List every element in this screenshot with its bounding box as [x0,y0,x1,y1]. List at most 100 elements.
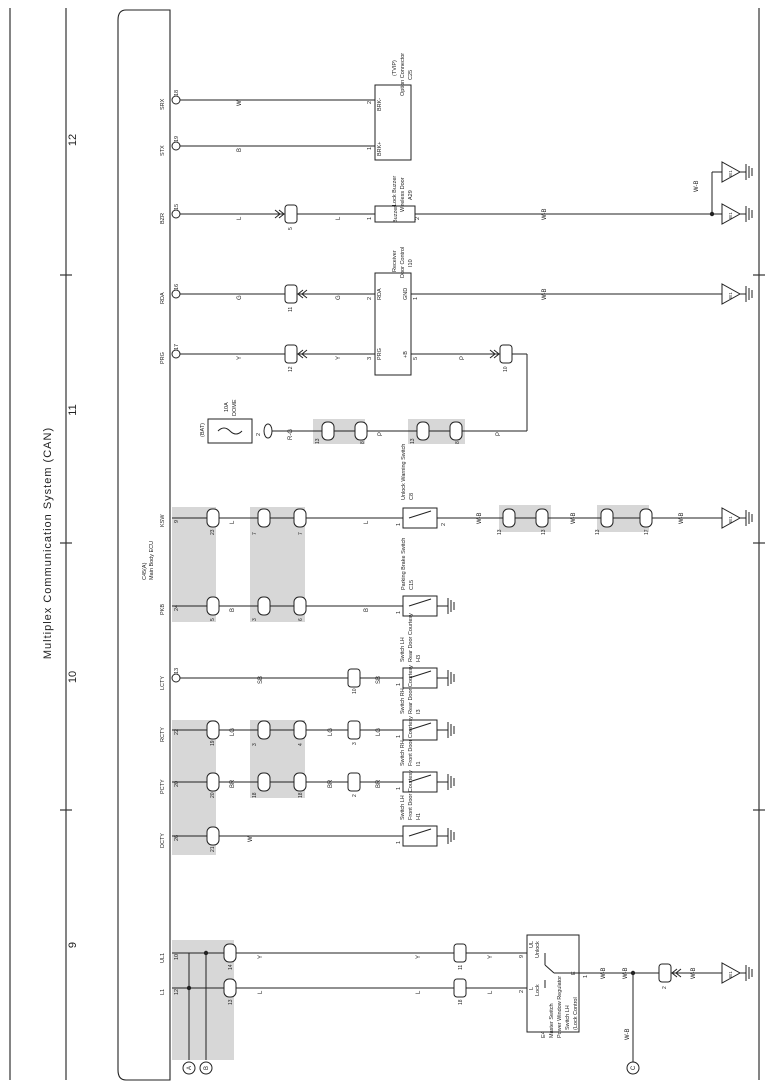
component-code: E4 [541,1031,547,1038]
ground-label: IE1 [728,971,733,978]
inline-connector [293,720,307,740]
component-name: Switch LH [400,795,406,820]
conn-pin: 11 [458,965,464,970]
inline-connector [347,720,361,740]
wire-color: BR [328,779,334,788]
wire-color: SB [376,676,382,684]
splice-terminal-c [626,1061,640,1075]
inline-connector [416,421,430,441]
inline-connector [293,772,307,792]
pin-name: BZR [160,213,166,224]
inline-connector [257,720,271,740]
inline-connector [223,978,237,998]
wire-color: W [248,836,254,842]
component-pin: GND [403,288,409,300]
component-terminal: L [529,987,535,990]
wire-color: P [378,432,384,436]
component-code: I10 [408,259,414,267]
inline-connector [284,344,298,364]
conn-pin: 7 [298,532,304,535]
splice-dot [203,950,209,956]
ecu-pin [171,141,181,151]
inline-connector [206,596,220,616]
pin-name: RDA [160,292,166,304]
inline-connector [293,508,307,528]
ground-point [721,203,742,225]
component-name: Door Control [400,247,406,278]
arrow-marker [489,349,500,359]
wire-color: B [237,148,243,152]
wire-color: G [237,295,243,300]
wire-color: P [496,432,502,436]
wire-color: B [230,608,236,612]
pin-number: 17 [174,344,180,350]
ground-label: IE1 [728,292,733,299]
conn-pin: 13 [541,529,547,535]
ecu-pin [171,95,181,105]
pin-number: 13 [174,668,180,674]
pin-name: PRG [160,352,166,364]
component-body: Buzzer [393,206,399,223]
wire-color: L [364,520,370,524]
arrow-marker [671,968,682,978]
conn-pin: 13 [410,438,416,444]
conn-pin: 3 [252,618,258,621]
pin-name: RCTY [160,727,166,742]
wire-color: LG [328,728,334,736]
ground-icon [740,206,753,222]
conn-pin: 10 [503,366,509,372]
component-code: I3 [416,709,422,714]
component-pin-num: 1 [396,611,402,614]
conn-pin: 2 [352,794,358,797]
ground-point [721,507,742,529]
wire-color: W-B [691,967,697,979]
conn-pin: 18 [298,792,304,798]
switch-h1 [402,825,438,847]
conn-pin: 18 [458,999,464,1005]
ecu-pin [171,289,181,299]
inline-connector [453,978,467,998]
wire-color: W-B [542,208,548,220]
inline-connector [502,508,516,528]
component-name: Front Door Courtesy [408,770,414,820]
ground-icon [740,510,753,526]
component-pin-num: 2 [367,101,373,104]
component-pin: BRK+ [377,141,383,156]
grid-number: 12 [67,134,79,146]
conn-pin: 8 [455,441,461,444]
pin-number: 9 [174,520,180,523]
switch-contact [408,774,432,783]
component-pin-num: 9 [519,955,525,958]
switch-contact [408,722,432,731]
inline-connector [347,668,361,688]
component-pin-num: 1 [367,217,373,220]
component-name: Switch LH [400,637,406,662]
ground-point [721,962,742,984]
fuse-name: DOME [232,399,238,416]
ground-icon [437,828,455,844]
component-terminal: Unlock [535,941,541,958]
switch-contact [408,510,432,519]
pin-name: LCTY [160,676,166,690]
grid-number: 9 [67,942,79,948]
inline-connector [206,772,220,792]
component-name: Unlock Warning Switch [401,444,407,500]
ecu-body [117,9,171,1081]
ground-icon [437,598,455,614]
conn-pin: 14 [228,964,234,970]
component-name: Parking Brake Switch [401,538,407,590]
inline-connector [321,421,335,441]
ground-icon [740,286,753,302]
component-i10 [374,272,412,376]
wire-color: LG [230,728,236,736]
pin-number: 26 [174,835,180,841]
component-name: (Lock Control [573,997,579,1030]
conn-pin: 2 [662,986,668,989]
conn-pin: 3 [252,743,258,746]
wire-color: W [237,100,243,106]
inline-connector [257,508,271,528]
wire-color: W-B [625,1028,631,1040]
conn-pin: 5 [288,227,294,230]
component-name: Switch LH [565,1005,571,1030]
component-pin: PRG [377,348,383,360]
